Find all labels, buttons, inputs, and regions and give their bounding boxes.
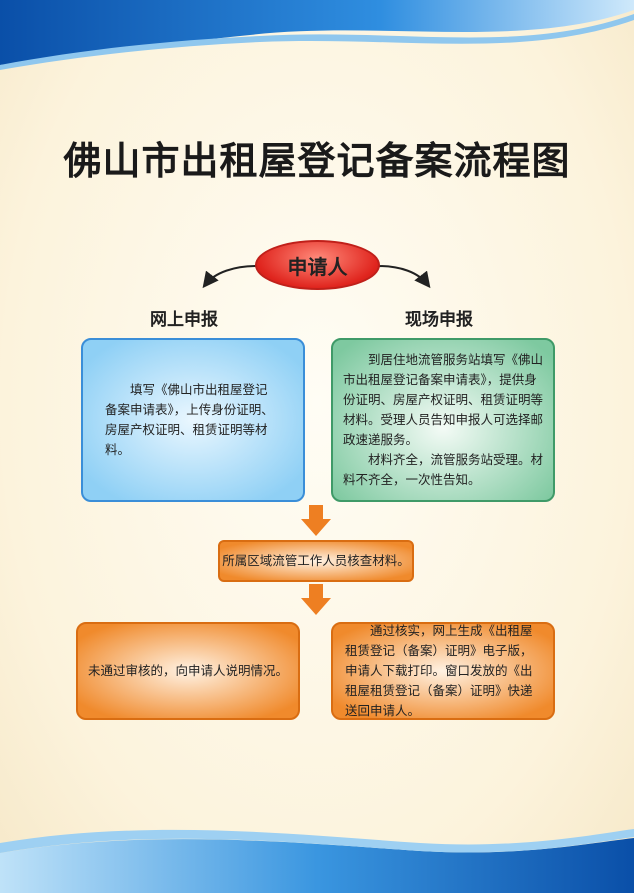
review-text: 所属区域流管工作人员核查材料。	[222, 553, 410, 568]
review-box: 所属区域流管工作人员核查材料。	[218, 540, 414, 582]
online-box: 填写《佛山市出租屋登记备案申请表》，上传身份证明、房屋产权证明、租赁证明等材料。	[81, 338, 305, 502]
pass-text: 通过核实，网上生成《出租屋租赁登记（备案）证明》电子版，申请人下载打印。窗口发放…	[345, 623, 533, 718]
down-arrow-icon	[301, 505, 331, 536]
online-text: 填写《佛山市出租屋登记备案申请表》，上传身份证明、房屋产权证明、租赁证明等材料。	[105, 382, 274, 457]
pass-box: 通过核实，网上生成《出租屋租赁登记（备案）证明》电子版，申请人下载打印。窗口发放…	[331, 622, 555, 720]
onsite-text-2: 材料齐全，流管服务站受理。材料不齐全，一次性告知。	[343, 452, 544, 487]
applicant-node: 申请人	[255, 240, 380, 290]
page-title: 佛山市出租屋登记备案流程图	[63, 139, 571, 183]
bottom-wave-decoration	[0, 829, 634, 893]
top-wave-decoration	[0, 0, 634, 70]
down-arrow-icon	[301, 584, 331, 615]
fail-box: 未通过审核的，向申请人说明情况。	[76, 622, 300, 720]
onsite-label: 现场申报	[405, 310, 473, 330]
online-label: 网上申报	[150, 310, 218, 330]
onsite-text-1: 到居住地流管服务站填写《佛山市出租屋登记备案申请表》，提供身份证明、房屋产权证明…	[343, 352, 544, 447]
onsite-box: 到居住地流管服务站填写《佛山市出租屋登记备案申请表》，提供身份证明、房屋产权证明…	[331, 338, 555, 502]
fail-text: 未通过审核的，向申请人说明情况。	[87, 663, 288, 678]
